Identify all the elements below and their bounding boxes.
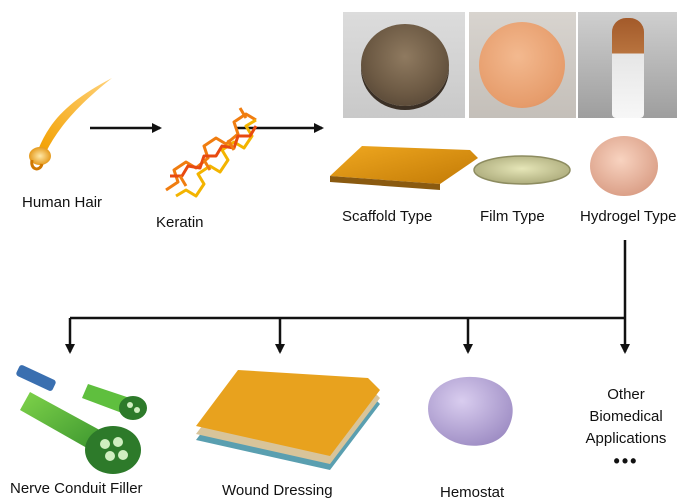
hemostat-label: Hemostat [440,484,504,501]
scaffold-type-label: Scaffold Type [342,208,432,225]
film-type-label: Film Type [480,208,545,225]
other-applications-label: Other Biomedical Applications ••• [578,384,674,472]
other-more-dots: ••• [578,450,674,472]
other-line-1: Other [578,384,674,406]
other-line-3: Applications [578,428,674,450]
hydrogel-photo [578,12,677,118]
human-hair-label: Human Hair [22,194,102,211]
scaffold-photo [343,12,465,118]
scaffold-disc-image [361,24,449,106]
film-photo [469,12,576,118]
keratin-label: Keratin [156,214,204,231]
wound-dressing-label: Wound Dressing [222,482,333,499]
film-disc-image [479,22,565,108]
hydrogel-type-label: Hydrogel Type [580,208,676,225]
hydrogel-tube-image [612,18,644,118]
other-line-2: Biomedical [578,406,674,428]
nerve-conduit-label: Nerve Conduit Filler [10,480,143,497]
